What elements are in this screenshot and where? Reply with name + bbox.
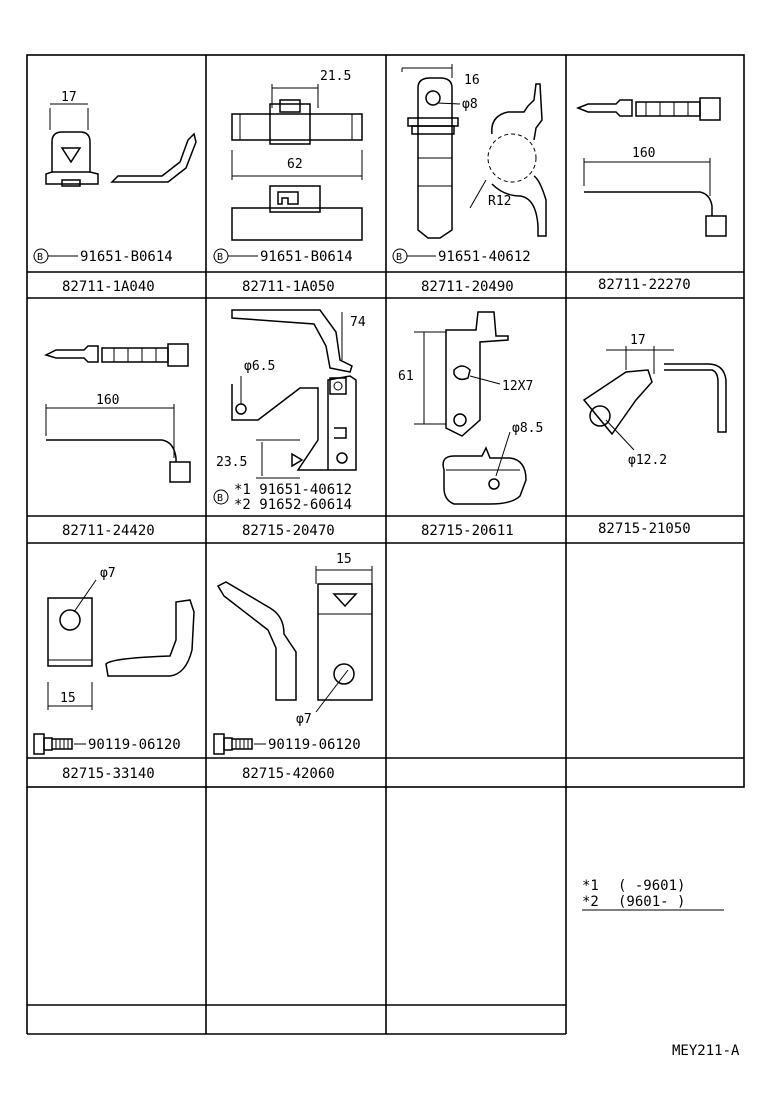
bracket-drawing xyxy=(414,311,527,505)
part-number: 82715-20470 xyxy=(242,523,335,539)
bolt-symbol: B xyxy=(213,248,229,264)
fastener-part-number: 91651-B0614 xyxy=(260,249,353,265)
tie-band-drawing xyxy=(575,97,727,237)
cell-82711-20490: 16 φ8 R12 B 91651-40612 82711-20490 xyxy=(392,64,547,295)
part-number: 82711-22270 xyxy=(598,277,691,293)
cell-82711-22270: 160 82711-22270 xyxy=(575,97,727,293)
fastener-part-number: 90119-06120 xyxy=(268,737,361,753)
diagram-code: MEY211-A xyxy=(672,1043,740,1059)
bracket-drawing xyxy=(401,64,547,239)
svg-text:B: B xyxy=(217,493,223,504)
clip-drawing xyxy=(45,103,197,187)
part-number: 82715-21050 xyxy=(598,521,691,537)
dim-slot: 12X7 xyxy=(502,379,533,394)
cell-82715-42060: 15 φ7 90119-06120 82715-42060 xyxy=(213,552,373,782)
part-number: 82715-20611 xyxy=(421,523,514,539)
cell-82711-1A040: 17 B 91651-B0614 82711-1A040 xyxy=(33,90,197,295)
fastener-part-number: 91651-B0614 xyxy=(80,249,173,265)
fastener-part-number: 91651-40612 xyxy=(438,249,531,265)
bracket-drawing xyxy=(231,309,357,479)
dim-radius: R12 xyxy=(488,194,511,209)
bolt-symbol: B xyxy=(33,248,49,264)
cell-82715-21050: 17 φ12.2 82715-21050 xyxy=(582,333,727,537)
bolt-icon xyxy=(33,733,73,755)
grommet-drawing xyxy=(231,84,363,241)
dim-height: 74 xyxy=(350,315,366,330)
svg-text:B: B xyxy=(37,252,43,263)
bracket-drawing xyxy=(216,566,373,713)
cell-82715-33140: φ7 15 90119-06120 82715-33140 xyxy=(33,566,195,782)
cell-82715-20470: 74 φ6.5 23.5 B *1 91651-40612 *2 91652-6… xyxy=(213,309,366,539)
dim-width-small: 21.5 xyxy=(320,69,351,84)
clamp-drawing xyxy=(47,579,195,710)
part-number: 82715-42060 xyxy=(242,766,335,782)
fastener-part-number: 90119-06120 xyxy=(88,737,181,753)
dim-width: 15 xyxy=(336,552,352,567)
dim-width: 17 xyxy=(61,90,77,105)
dim-hole-diameter: φ8 xyxy=(462,97,478,112)
dim-hole-diameter: φ8.5 xyxy=(512,421,543,436)
part-number: 82711-1A050 xyxy=(242,279,335,295)
dim-length: 160 xyxy=(632,146,655,161)
note-range-1: ( -9601) xyxy=(618,878,685,894)
cell-82711-1A050: 21.5 62 B 91651-B0614 82711-1A050 xyxy=(213,69,363,295)
dim-offset: 23.5 xyxy=(216,455,247,470)
date-notes: *1 ( -9601) *2 (9601- ) xyxy=(582,878,724,911)
cell-82715-20611: 61 12X7 φ8.5 82715-20611 xyxy=(398,311,543,539)
dim-hole-diameter: φ7 xyxy=(100,566,116,581)
bolt-icon xyxy=(213,733,253,755)
dim-offset: 16 xyxy=(464,73,480,88)
part-number: 82715-33140 xyxy=(62,766,155,782)
grid-lines xyxy=(26,54,745,1035)
dim-height: 61 xyxy=(398,369,414,384)
dim-width: 17 xyxy=(630,333,646,348)
dim-hole-diameter: φ12.2 xyxy=(628,453,667,468)
svg-text:B: B xyxy=(217,252,223,263)
note-mark-2: *2 xyxy=(582,894,599,910)
dim-hole-diameter: φ7 xyxy=(296,712,312,727)
fastener-part-number-2: *2 91652-60614 xyxy=(234,497,352,513)
part-number: 82711-24420 xyxy=(62,523,155,539)
dim-hole-diameter: φ6.5 xyxy=(244,359,275,374)
cell-82711-24420: 160 82711-24420 xyxy=(43,343,191,539)
note-range-2: (9601- ) xyxy=(618,894,685,910)
tie-band-drawing xyxy=(43,343,191,483)
part-number: 82711-1A040 xyxy=(62,279,155,295)
svg-text:B: B xyxy=(396,252,402,263)
bracket-drawing xyxy=(582,346,727,451)
fastener-part-number-1: *1 91651-40612 xyxy=(234,482,352,498)
bolt-symbol: B xyxy=(213,489,229,505)
part-number: 82711-20490 xyxy=(421,279,514,295)
dim-length: 62 xyxy=(287,157,303,172)
bolt-symbol: B xyxy=(392,248,408,264)
dim-width: 15 xyxy=(60,691,76,706)
dim-length: 160 xyxy=(96,393,119,408)
note-mark-1: *1 xyxy=(582,878,599,894)
